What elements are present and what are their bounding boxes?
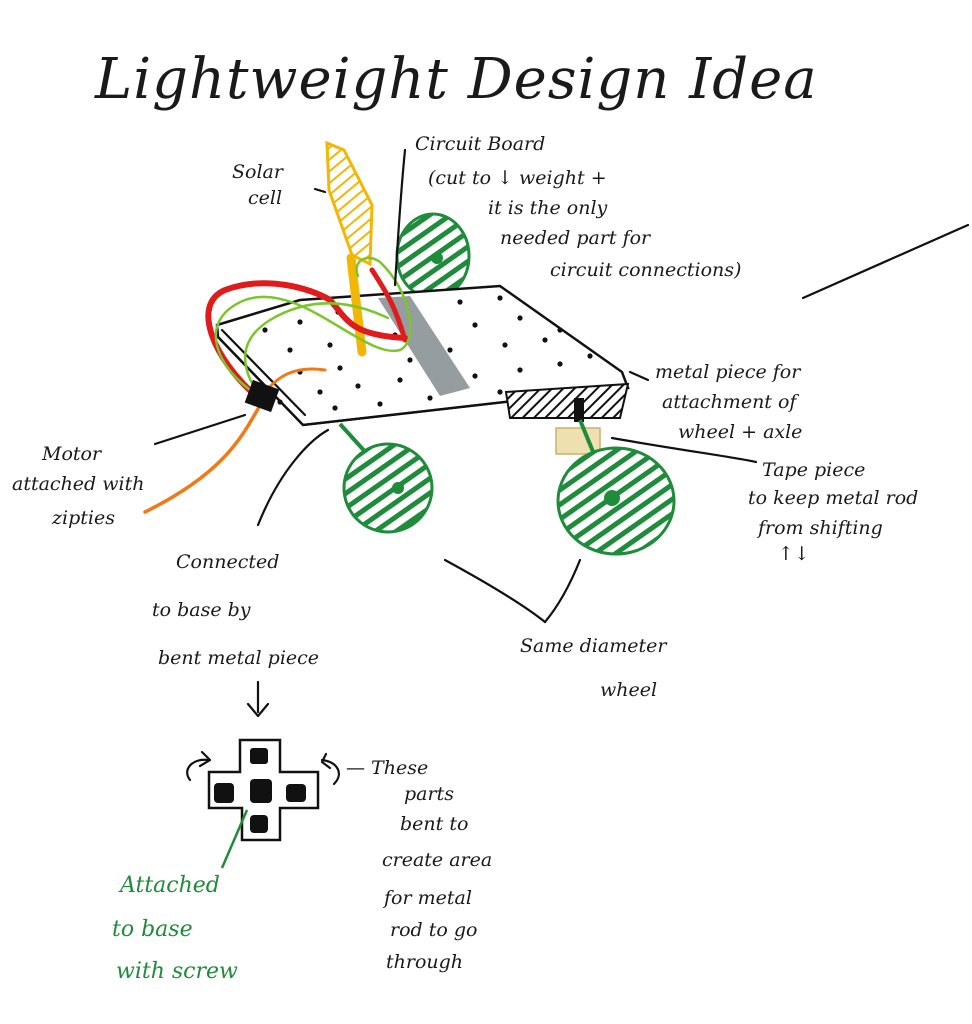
board-hole-dot	[407, 357, 413, 363]
front-right-wheel	[556, 419, 676, 556]
board-hole-dot	[497, 295, 503, 301]
label-attached-screw: Attached to base with screw	[112, 873, 238, 984]
label-bent-parts: — These parts bent to create area for me…	[346, 757, 492, 973]
label-line: metal piece for	[655, 361, 802, 383]
solar-support-rod	[346, 253, 367, 357]
label-line: needed part for	[500, 227, 652, 249]
label-connected: Connected to base by bent metal piece	[152, 551, 319, 669]
board-hole-dot	[447, 347, 453, 353]
solar-cell	[325, 140, 374, 267]
sketch-title: Lightweight Design Idea	[94, 47, 818, 112]
board-hole-dot	[542, 337, 548, 343]
board-hole-dot	[397, 377, 403, 383]
board-hole-dot	[587, 353, 593, 359]
label-metal-piece: metal piece for attachment of wheel + ax…	[655, 361, 802, 443]
leader-lines	[153, 148, 970, 718]
label-line: (cut to ↓ weight +	[428, 167, 607, 189]
label-line: it is the only	[488, 197, 608, 219]
board-hole-dot	[277, 399, 283, 405]
label-line: bent to	[400, 813, 468, 835]
metal-attachment-piece	[504, 382, 630, 422]
label-line: Attached	[118, 873, 220, 898]
board-hole-dot	[502, 342, 508, 348]
label-line: ↑↓	[778, 543, 810, 565]
board-hole-dot	[287, 347, 293, 353]
label-line: wheel + axle	[678, 421, 802, 443]
label-line: circuit connections)	[550, 259, 741, 281]
label-tape-piece: Tape piece to keep metal rod from shifti…	[748, 459, 918, 565]
board-hole-dot	[472, 322, 478, 328]
board-hole-dot	[262, 327, 268, 333]
board-hole-dot	[337, 365, 343, 371]
board-hole-dot	[317, 389, 323, 395]
board-hole-dot	[517, 367, 523, 373]
label-line: through	[386, 951, 463, 973]
board-hole-dot	[355, 383, 361, 389]
board-hole-dot	[297, 319, 303, 325]
board-hole-dot	[327, 342, 333, 348]
motor	[244, 379, 280, 413]
label-motor: Motor attached with zipties	[12, 443, 144, 529]
label-line: — These	[346, 757, 428, 779]
label-line: attached with	[12, 473, 144, 495]
board-hole-dot	[557, 327, 563, 333]
label-line: to base	[112, 917, 193, 942]
board-hole-dot	[472, 373, 478, 379]
label-line: Solar	[232, 161, 285, 183]
board-hole-dot	[557, 361, 563, 367]
label-line: Same diameter	[520, 635, 668, 657]
wires	[143, 256, 412, 514]
label-line: to base by	[152, 599, 251, 621]
label-line: Connected	[176, 551, 279, 573]
front-left-wheel	[338, 422, 434, 534]
board-hole-dot	[427, 395, 433, 401]
label-line: rod to go	[390, 919, 477, 941]
label-line: zipties	[51, 507, 115, 529]
label-line: to keep metal rod	[748, 487, 918, 509]
label-line: bent metal piece	[158, 647, 319, 669]
label-circuit-board: Circuit Board (cut to ↓ weight + it is t…	[415, 133, 741, 281]
board-hole-dot	[497, 389, 503, 395]
label-line: with screw	[116, 959, 238, 984]
board-hole-dot	[377, 401, 383, 407]
label-line: for metal	[382, 887, 472, 909]
label-line: Circuit Board	[415, 133, 545, 155]
label-line: parts	[404, 783, 454, 805]
bent-metal-cross	[186, 738, 340, 869]
board-hole-dot	[517, 315, 523, 321]
label-line: Tape piece	[762, 459, 865, 481]
label-line: Motor	[41, 443, 103, 465]
label-line: cell	[248, 187, 282, 209]
label-line: from shifting	[756, 517, 883, 539]
board-hole-dot	[332, 405, 338, 411]
board-hole-dot	[457, 299, 463, 305]
label-line: create area	[382, 849, 492, 871]
label-same-wheel: Same diameter wheel	[520, 635, 668, 701]
label-solar-cell: Solar cell	[232, 161, 285, 209]
label-line: wheel	[600, 679, 657, 701]
label-line: attachment of	[662, 391, 799, 413]
